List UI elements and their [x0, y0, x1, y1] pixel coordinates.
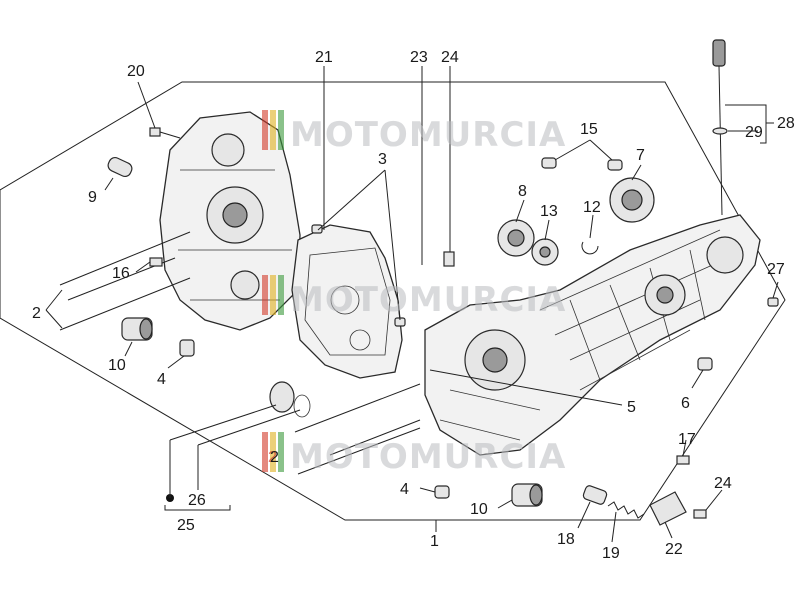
seal-7 [609, 177, 655, 223]
callout-8: 8 [518, 183, 527, 200]
callout-19: 19 [602, 545, 620, 562]
callout-24-bottom: 24 [714, 475, 732, 492]
bearing-8 [497, 219, 535, 257]
watermark-text-1: MOTOMURCIA [290, 115, 566, 155]
callout-13: 13 [540, 203, 558, 220]
callout-12: 12 [583, 199, 601, 216]
watermark-text-3: MOTOMURCIA [290, 437, 566, 477]
callout-28: 28 [777, 115, 795, 132]
seal-26 [269, 381, 311, 418]
callout-5: 5 [627, 399, 636, 416]
dipstick-28 [712, 39, 728, 216]
bolt-17 [676, 455, 690, 465]
bushing-15b [607, 159, 623, 171]
callout-6: 6 [681, 395, 690, 412]
watermark-digit: 2 [268, 449, 277, 466]
bushing-15a [541, 157, 557, 169]
callout-7: 7 [636, 147, 645, 164]
pin-16 [149, 257, 163, 267]
callout-26: 26 [188, 492, 206, 509]
watermark-3: 2 MOTOMURCIA [262, 432, 566, 477]
right-crankcase-half [424, 214, 761, 456]
callout-25: 25 [177, 517, 195, 534]
callout-22: 22 [665, 541, 683, 558]
callout-18: 18 [557, 531, 575, 548]
callout-29: 29 [745, 124, 763, 141]
callout-1: 1 [430, 533, 439, 550]
callout-17: 17 [678, 431, 696, 448]
callout-9: 9 [88, 189, 97, 206]
assembly-frame [0, 81, 786, 521]
callout-24-top: 24 [441, 49, 459, 66]
bolt-24-bottom [693, 509, 707, 519]
callout-4-left: 4 [157, 371, 166, 388]
watermark-2: MOTOMURCIA [262, 275, 566, 320]
bushing-10-bottom [511, 483, 543, 507]
bushing-6 [697, 357, 713, 371]
bolt-24-top [443, 251, 455, 267]
studs-center [294, 383, 421, 475]
bearing-13 [531, 238, 559, 266]
watermark-1: MOTOMURCIA [262, 110, 566, 155]
sleeve-18 [582, 485, 608, 505]
callout-20: 20 [127, 63, 145, 80]
callout-2-left: 2 [32, 305, 41, 322]
callout-3: 3 [378, 151, 387, 168]
callout-2-center: 2 [270, 449, 279, 466]
plate-22 [649, 491, 687, 526]
callout-16: 16 [112, 265, 130, 282]
plug-27 [767, 297, 779, 307]
circlip-12 [581, 241, 599, 255]
dowel-3a [311, 224, 323, 234]
bushing-10-left [121, 317, 153, 341]
callout-27: 27 [767, 261, 785, 278]
dowel-9 [107, 156, 133, 178]
bushing-4-left [179, 339, 195, 357]
callout-10-bottom: 10 [470, 501, 488, 518]
callout-23: 23 [410, 49, 428, 66]
watermark-text-2: MOTOMURCIA [290, 280, 566, 320]
bolt-20 [149, 127, 181, 139]
gasket-3 [291, 224, 403, 379]
spring-19 [607, 501, 645, 519]
callout-21: 21 [315, 49, 333, 66]
callout-15: 15 [580, 121, 598, 138]
leader-lines [45, 66, 779, 543]
bushing-4-bottom [434, 485, 450, 499]
callout-4-bottom: 4 [400, 481, 409, 498]
callout-labels: 20 21 23 24 3 9 16 2 10 4 2 15 7 8 13 12… [32, 49, 795, 562]
callout-10-left: 10 [108, 357, 126, 374]
